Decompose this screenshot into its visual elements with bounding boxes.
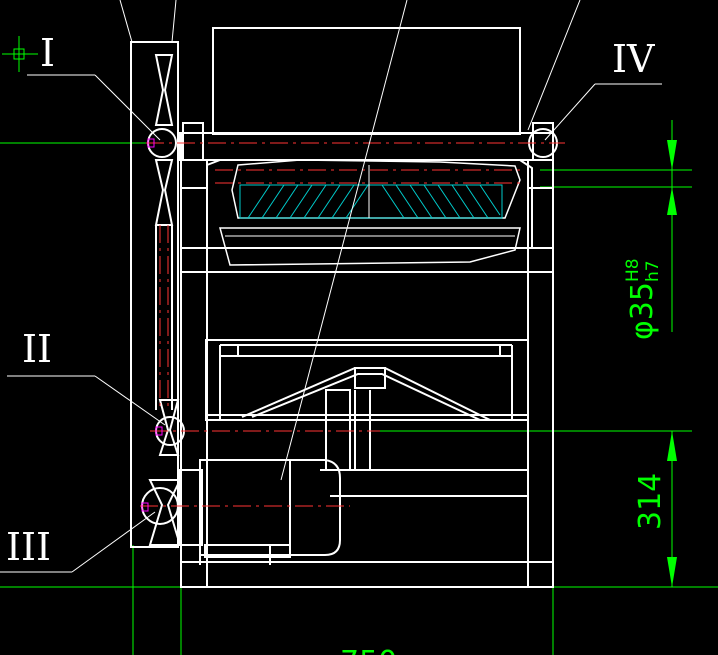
arrow-up: [667, 187, 677, 215]
label-I: I: [40, 31, 55, 75]
height-dimension: 314: [633, 473, 668, 530]
center-cap: [354, 367, 386, 389]
arrow-down: [667, 140, 677, 170]
corner-block: [527, 247, 554, 273]
fit-lower: h7: [643, 260, 663, 282]
center-lines: [140, 142, 565, 507]
belt-guard: [130, 41, 179, 548]
corner-block: [180, 247, 208, 273]
fit-symbol: φ35: [625, 282, 660, 340]
leader-lines: [0, 0, 662, 573]
corner-block: [180, 159, 208, 189]
arrow-down: [667, 557, 677, 587]
motor: [179, 459, 341, 565]
bottom-dimension: 750: [340, 645, 397, 655]
machine-frame: [179, 27, 554, 588]
center-post: [325, 389, 351, 471]
label-IV: IV: [612, 37, 655, 81]
fit-upper: H8: [623, 258, 643, 282]
label-III: III: [6, 525, 51, 569]
highlight-markers: [141, 138, 163, 512]
fit-dimension: φ35 H8 h7: [623, 258, 663, 340]
corner-block: [527, 561, 554, 588]
corner-block: [180, 561, 208, 588]
rotor-drum: [219, 159, 521, 266]
sieve-frame: [205, 339, 529, 421]
hopper-box: [212, 27, 521, 135]
dimension-arrows: [667, 140, 677, 587]
belt-drive: [130, 41, 558, 548]
label-II: II: [22, 327, 52, 371]
crosshair-cursor-icon: [2, 36, 38, 72]
arrow-up: [667, 431, 677, 461]
